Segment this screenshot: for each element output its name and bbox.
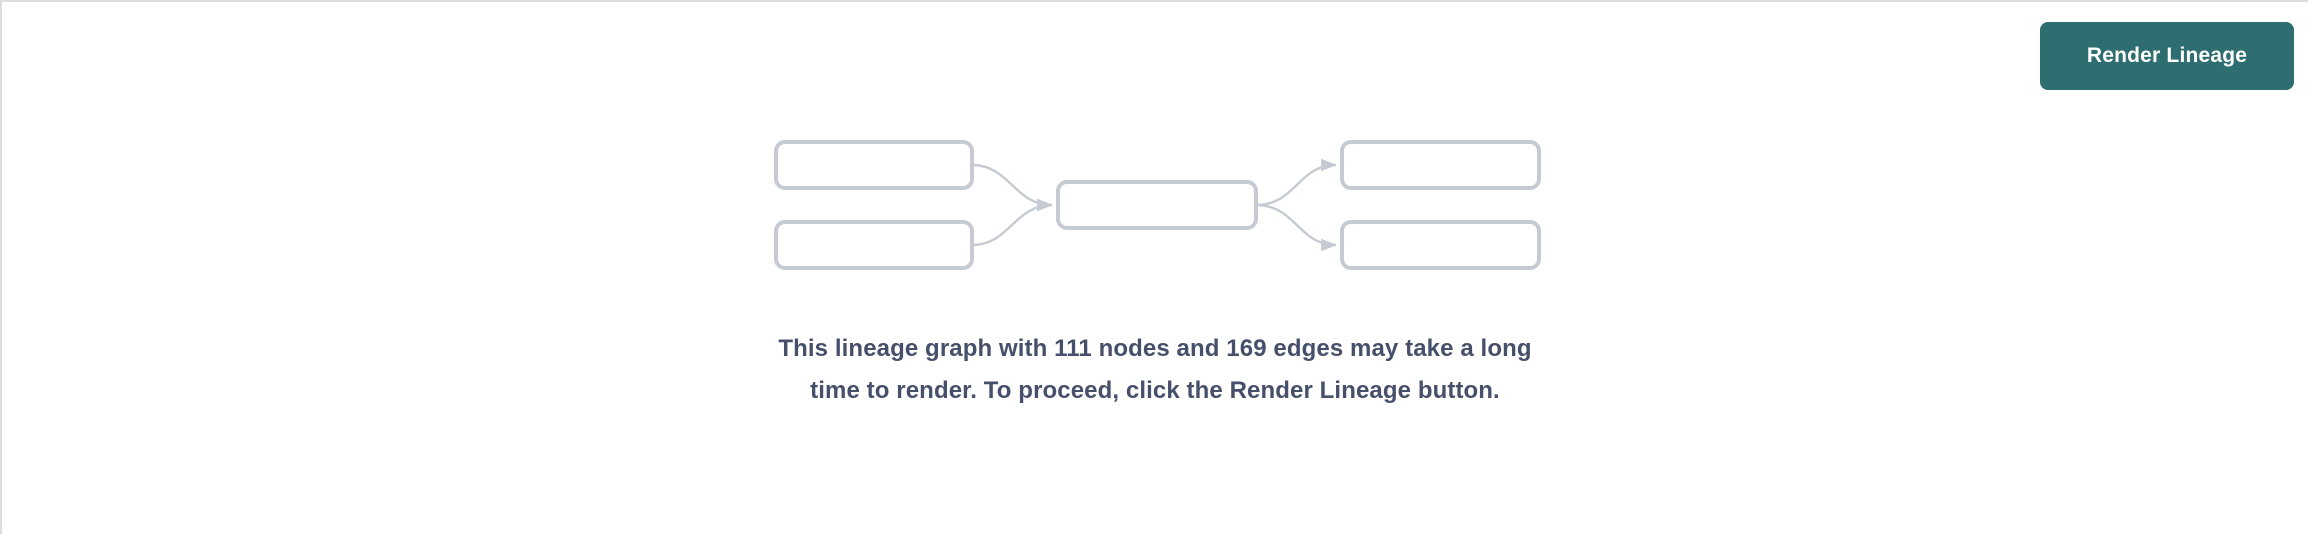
edge-center-to-downstream-2 (1255, 203, 1337, 252)
graph-node-upstream-2 (774, 220, 974, 270)
graph-node-center (1056, 180, 1258, 230)
graph-node-downstream-2 (1340, 220, 1541, 270)
lineage-graph-illustration (774, 140, 1541, 270)
render-lineage-button[interactable]: Render Lineage (2040, 22, 2294, 90)
edge-center-to-downstream-1 (1255, 158, 1337, 207)
graph-node-upstream-1 (774, 140, 974, 190)
graph-node-downstream-1 (1340, 140, 1541, 190)
edge-upstream-2-to-center (971, 198, 1053, 247)
edge-upstream-1-to-center (971, 163, 1053, 212)
lineage-render-warning-message: This lineage graph with 111 nodes and 16… (778, 335, 1532, 404)
